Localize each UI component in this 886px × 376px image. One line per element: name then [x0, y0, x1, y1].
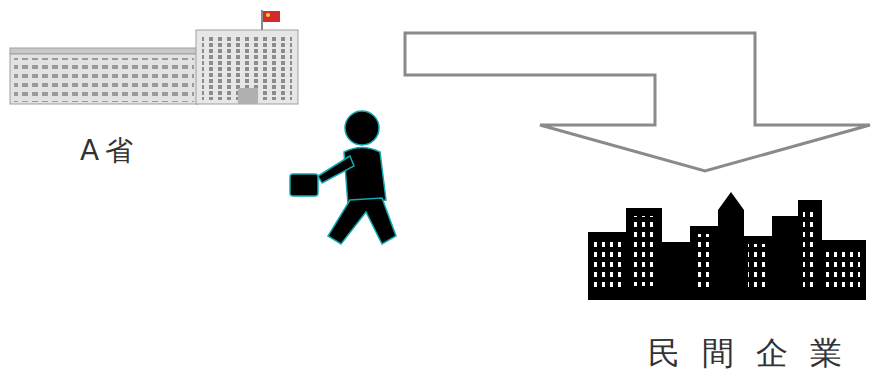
building-tower [196, 30, 298, 104]
city-building [690, 226, 720, 300]
roof-strip [10, 48, 198, 54]
building-entrance [238, 88, 258, 104]
city-skyline [588, 192, 866, 300]
city-windows [632, 216, 656, 286]
agency-node: A省 [5, 5, 305, 173]
city-building [718, 210, 744, 300]
city-spire [718, 192, 744, 210]
person-head [345, 111, 379, 145]
person-legs [328, 198, 396, 244]
flag-pole [261, 10, 263, 30]
city-building [820, 240, 866, 300]
company-node: 民間企業 [580, 185, 880, 373]
building-wing [10, 54, 198, 104]
city-building [798, 200, 822, 300]
city-building [588, 232, 628, 300]
city-building [772, 216, 800, 300]
flag-star [266, 13, 270, 17]
node-label: 民間企業 [648, 337, 864, 369]
city-windows [696, 234, 714, 290]
city-building [660, 242, 692, 300]
city-building [626, 208, 662, 300]
government-building [10, 10, 298, 104]
briefcase [290, 174, 318, 196]
city-windows [826, 248, 860, 288]
building-windows [14, 58, 194, 102]
walking-person [290, 111, 396, 244]
city-windows [803, 208, 817, 288]
city-windows [594, 240, 622, 290]
person-arm [318, 156, 354, 183]
node-label: A省 [80, 137, 139, 165]
city-windows [748, 244, 768, 288]
city-building [742, 236, 774, 300]
flag [263, 11, 280, 22]
block-arrow [405, 33, 870, 171]
